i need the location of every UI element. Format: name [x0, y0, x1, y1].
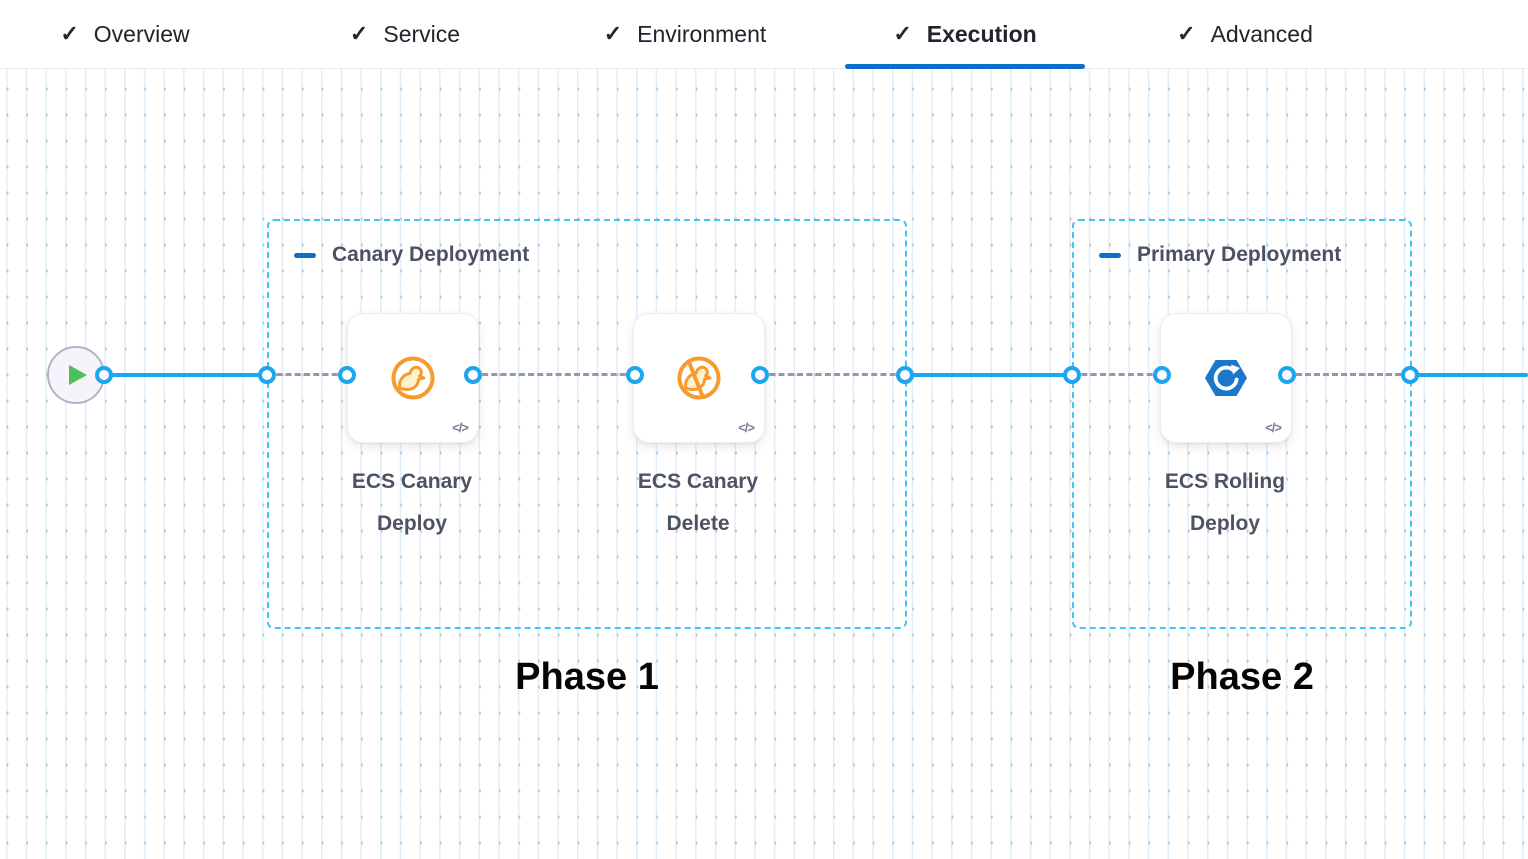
- tab-label: Execution: [926, 20, 1037, 47]
- port-step3-out[interactable]: [1278, 366, 1296, 384]
- port-stage2-in[interactable]: [1063, 366, 1081, 384]
- port-step1-in[interactable]: [338, 366, 356, 384]
- tab-label: Advanced: [1210, 20, 1313, 47]
- connector-start-to-stage1: [104, 373, 267, 377]
- dashed-connector: [1072, 373, 1162, 376]
- stage-group-primary-deployment: Primary Deployment: [1072, 219, 1412, 629]
- tab-execution[interactable]: ✓ Execution: [825, 0, 1105, 69]
- connector-stage1-to-stage2: [905, 373, 1072, 377]
- stage-title: Canary Deployment: [332, 243, 530, 266]
- play-icon: [69, 365, 87, 385]
- port-stage2-out[interactable]: [1401, 366, 1419, 384]
- ecs-rolling-deploy-icon: [1205, 360, 1247, 396]
- step-ecs-canary-deploy[interactable]: </>: [347, 313, 479, 443]
- code-badge-icon[interactable]: </>: [738, 420, 755, 435]
- step-ecs-rolling-deploy[interactable]: </>: [1160, 313, 1292, 443]
- tab-service[interactable]: ✓ Service: [265, 0, 545, 68]
- stage-header: Primary Deployment: [1099, 243, 1341, 267]
- port-start-out[interactable]: [95, 366, 113, 384]
- port-step2-out[interactable]: [751, 366, 769, 384]
- collapse-minus-icon[interactable]: [294, 252, 316, 258]
- phase-1-label: Phase 1: [515, 656, 659, 698]
- collapse-minus-icon[interactable]: [1099, 252, 1121, 258]
- tab-environment[interactable]: ✓ Environment: [545, 0, 825, 68]
- dashed-connector: [1287, 373, 1410, 376]
- check-icon: ✓: [893, 21, 912, 46]
- check-icon: ✓: [1177, 21, 1196, 46]
- check-icon: ✓: [603, 21, 623, 46]
- step-ecs-canary-delete[interactable]: </>: [633, 313, 765, 443]
- canary-deploy-icon: [391, 356, 435, 400]
- stage-header: Canary Deployment: [294, 243, 529, 267]
- code-badge-icon[interactable]: </>: [452, 420, 469, 435]
- active-tab-underline: [845, 64, 1085, 69]
- check-icon: ✓: [349, 21, 369, 46]
- step-label-ecs-rolling-deploy: ECS Rolling Deploy: [1164, 470, 1286, 535]
- phase-2-label: Phase 2: [1170, 656, 1314, 698]
- dashed-connector: [760, 373, 905, 376]
- dashed-connector: [267, 373, 347, 376]
- port-step3-in[interactable]: [1153, 366, 1171, 384]
- stage-title: Primary Deployment: [1137, 243, 1342, 266]
- stage-group-canary-deployment: Canary Deployment: [267, 219, 907, 629]
- step-label-ecs-canary-deploy: ECS Canary Deploy: [351, 470, 473, 535]
- pipeline-canvas[interactable]: Canary Deployment Primary Deployment </>…: [0, 69, 1528, 859]
- tab-advanced[interactable]: ✓ Advanced: [1105, 0, 1385, 68]
- step-label-ecs-canary-delete: ECS Canary Delete: [637, 470, 759, 535]
- port-step1-out[interactable]: [464, 366, 482, 384]
- code-badge-icon[interactable]: </>: [1265, 420, 1282, 435]
- check-icon: ✓: [60, 21, 79, 46]
- dashed-connector: [473, 373, 635, 376]
- tab-label: Overview: [93, 20, 190, 47]
- port-step2-in[interactable]: [626, 366, 644, 384]
- port-stage1-in[interactable]: [258, 366, 276, 384]
- canary-delete-icon: [677, 356, 721, 400]
- tab-label: Environment: [637, 20, 767, 47]
- connector-stage2-out: [1410, 373, 1528, 377]
- tab-label: Service: [383, 20, 461, 47]
- tab-overview[interactable]: ✓ Overview: [0, 0, 265, 68]
- setup-tab-bar: ✓ Overview ✓ Service ✓ Environment ✓ Exe…: [0, 0, 1528, 69]
- port-stage1-out[interactable]: [896, 366, 914, 384]
